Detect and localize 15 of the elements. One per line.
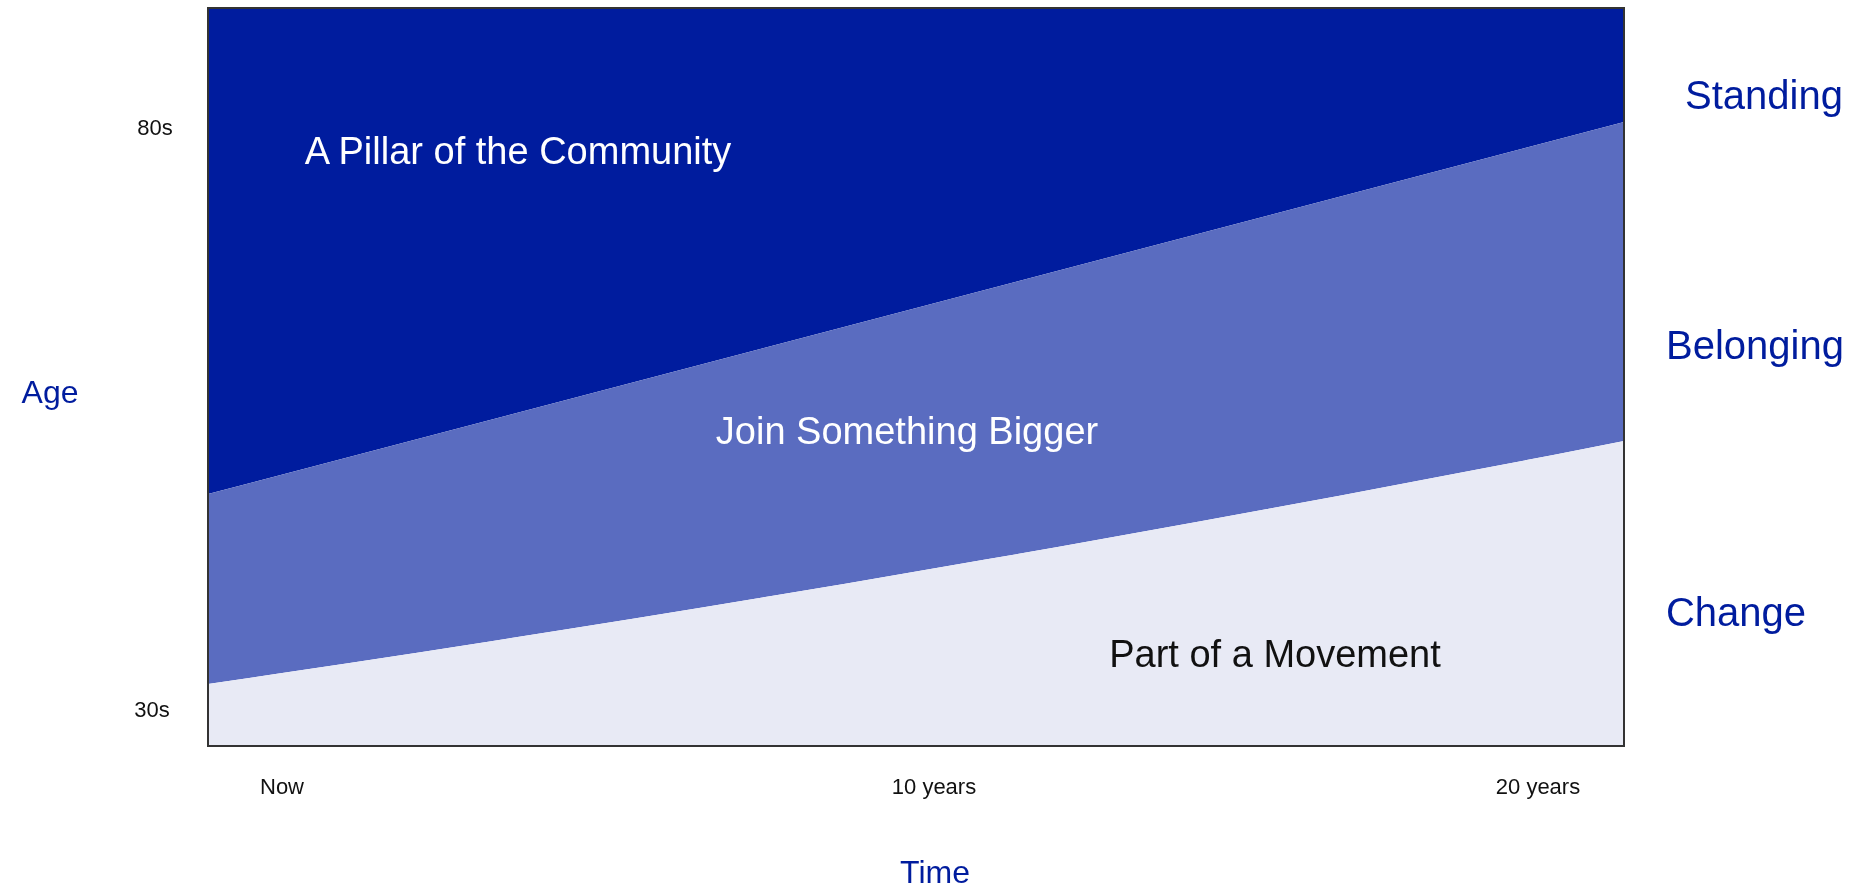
- axis-tick-label: 80s: [137, 115, 173, 141]
- axis-title: Time: [900, 853, 970, 890]
- area-band: [208, 8, 1624, 494]
- axis-tick-label: 20 years: [1495, 774, 1581, 800]
- area-band: [208, 122, 1624, 684]
- category-label: Belonging: [1666, 322, 1844, 368]
- category-label: Change: [1665, 589, 1807, 635]
- axis-title: Age: [21, 373, 79, 411]
- category-label: Standing: [1685, 72, 1843, 118]
- band-label: Join Something Bigger: [715, 409, 1099, 453]
- band-label: Part of a Movement: [1109, 632, 1441, 676]
- axis-tick-label: 30s: [134, 697, 170, 723]
- axis-tick-label: Now: [260, 774, 304, 800]
- band-label: A Pillar of the Community: [304, 129, 732, 173]
- axis-tick-label: 10 years: [891, 774, 977, 800]
